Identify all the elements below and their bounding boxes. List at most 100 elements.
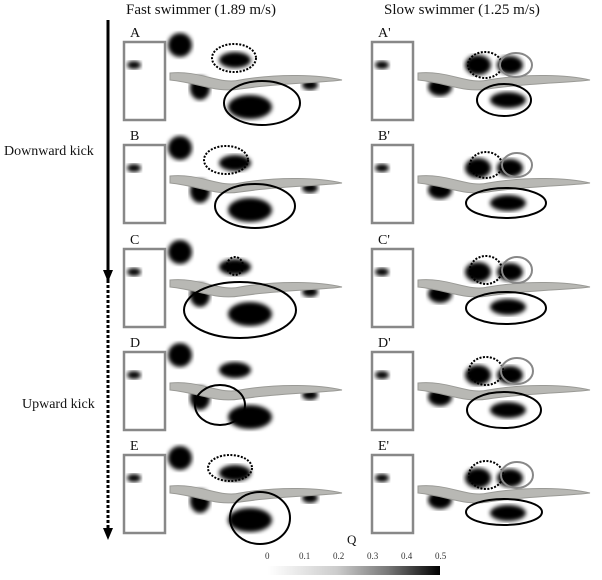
vortex-blob xyxy=(219,52,251,68)
vortex-ring-solid xyxy=(465,291,547,325)
colorbar-tick: 0.2 xyxy=(333,551,345,561)
vortex-blob xyxy=(168,343,192,367)
inset-box xyxy=(122,350,167,432)
inset-box xyxy=(370,143,415,225)
panel-label: D xyxy=(130,336,141,351)
panel-label: B' xyxy=(378,129,390,144)
vortex-blob xyxy=(228,198,272,222)
vortex-ring-dotted xyxy=(468,460,504,490)
vortex-ring-dotted xyxy=(207,454,253,482)
inset-box xyxy=(122,143,167,225)
vortex-blob xyxy=(228,302,272,326)
column-title-slow: Slow swimmer (1.25 m/s) xyxy=(384,2,540,18)
vortex-blob xyxy=(497,56,523,74)
vortex-blob xyxy=(228,95,272,119)
vortex-blob xyxy=(375,61,389,69)
panel-label: A xyxy=(130,26,141,41)
vortex-blob xyxy=(219,465,251,481)
inset-box xyxy=(370,453,415,535)
phase-label-upward: Upward kick xyxy=(22,397,95,412)
vortex-blob xyxy=(490,299,526,315)
vortex-blob xyxy=(490,505,526,521)
swimmer-body xyxy=(169,382,343,401)
vortex-ring-gray xyxy=(501,152,533,178)
vortex-ring-solid xyxy=(223,80,301,126)
vortex-blob xyxy=(219,259,251,275)
vortex-blob xyxy=(465,158,491,178)
vortex-blob xyxy=(168,136,192,160)
vortex-ring-gray xyxy=(501,256,533,284)
swimmer-body xyxy=(169,485,343,504)
panel-label: E xyxy=(130,439,139,454)
vortex-ring-gray xyxy=(500,357,534,385)
panel-label: A' xyxy=(378,26,391,41)
vortex-blob xyxy=(375,268,389,276)
inset-box xyxy=(370,40,415,122)
vortex-blob xyxy=(168,240,192,264)
vortex-blob xyxy=(127,164,141,172)
inset-box xyxy=(122,40,167,122)
vortex-ring-solid xyxy=(229,491,291,545)
vortex-ring-dotted xyxy=(203,145,249,175)
colorbar-tick: 0 xyxy=(265,551,270,561)
panel-label: D' xyxy=(378,336,391,351)
vortex-blob xyxy=(168,446,192,470)
vortex-blob xyxy=(127,268,141,276)
panel-label: E' xyxy=(378,439,390,454)
vortex-ring-dotted xyxy=(467,51,503,79)
vortex-blob xyxy=(168,33,192,57)
vortex-ring-solid xyxy=(214,183,296,229)
vortex-blob xyxy=(219,155,251,171)
vortex-ring-solid xyxy=(465,498,543,526)
vortex-ring-solid xyxy=(465,187,547,219)
vortex-blob xyxy=(375,474,389,482)
vortex-ring-solid xyxy=(183,281,297,339)
swimmer-body xyxy=(417,485,591,504)
vortex-blob xyxy=(375,164,389,172)
panel-label: C xyxy=(130,233,140,248)
colorbar-tick: 0.5 xyxy=(435,551,447,561)
vortex-blob xyxy=(375,371,389,379)
vortex-blob xyxy=(127,371,141,379)
inset-box xyxy=(370,350,415,432)
vortex-ring-solid xyxy=(194,384,246,426)
phase-label-downward: Downward kick xyxy=(4,144,94,159)
vortex-blob xyxy=(490,402,526,418)
arrow-head xyxy=(103,270,113,282)
vortex-blob xyxy=(465,365,491,385)
vortex-blob xyxy=(127,61,141,69)
vortex-ring-gray xyxy=(500,461,534,489)
inset-box xyxy=(370,247,415,329)
vortex-blob xyxy=(127,474,141,482)
vortex-blob xyxy=(490,92,526,108)
vortex-blob xyxy=(228,508,272,532)
column-title-fast: Fast swimmer (1.89 m/s) xyxy=(126,2,276,18)
vortex-ring-solid xyxy=(466,391,542,429)
panel-label: C' xyxy=(378,233,390,248)
inset-box xyxy=(122,247,167,329)
vortex-blob xyxy=(465,262,491,282)
swimmer-body xyxy=(417,72,591,91)
vortex-ring-dotted xyxy=(468,356,504,386)
swimmer-body xyxy=(417,175,591,194)
vortex-blob xyxy=(465,55,491,75)
vortex-blob xyxy=(490,195,526,211)
swimmer-body xyxy=(417,279,591,298)
arrow-head xyxy=(103,528,113,540)
panel-label: B xyxy=(130,129,140,144)
swimmer-body xyxy=(169,279,343,298)
vortex-blob xyxy=(228,405,272,429)
colorbar-tick: 0.3 xyxy=(367,551,379,561)
vortex-ring-dotted xyxy=(226,256,244,276)
vortex-blob xyxy=(497,159,523,177)
colorbar-tick: 0.4 xyxy=(401,551,413,561)
inset-box xyxy=(122,453,167,535)
vortex-ring-dotted xyxy=(211,43,257,73)
vortex-blob xyxy=(219,362,251,378)
colorbar-tick: 0.1 xyxy=(299,551,311,561)
colorbar xyxy=(268,566,440,575)
colorbar-title: Q xyxy=(347,532,357,547)
vortex-ring-solid xyxy=(476,83,532,117)
